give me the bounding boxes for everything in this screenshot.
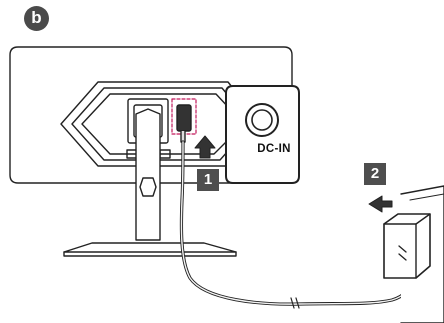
rear-cover-inner-2 xyxy=(81,93,245,155)
dc-plug xyxy=(176,104,192,132)
step-1-badge: 1 xyxy=(197,169,219,191)
up-arrow-icon xyxy=(194,135,216,159)
step-2-badge: 2 xyxy=(364,163,386,185)
power-adapter-icon xyxy=(383,213,431,279)
rear-cover-inner xyxy=(71,87,253,161)
stand-base xyxy=(63,242,237,253)
left-arrow-icon xyxy=(368,195,393,213)
cable-hole xyxy=(139,177,157,197)
stand-neck xyxy=(135,108,161,241)
dc-in-label: DC-IN xyxy=(257,143,291,155)
figure-badge: b xyxy=(24,6,49,31)
